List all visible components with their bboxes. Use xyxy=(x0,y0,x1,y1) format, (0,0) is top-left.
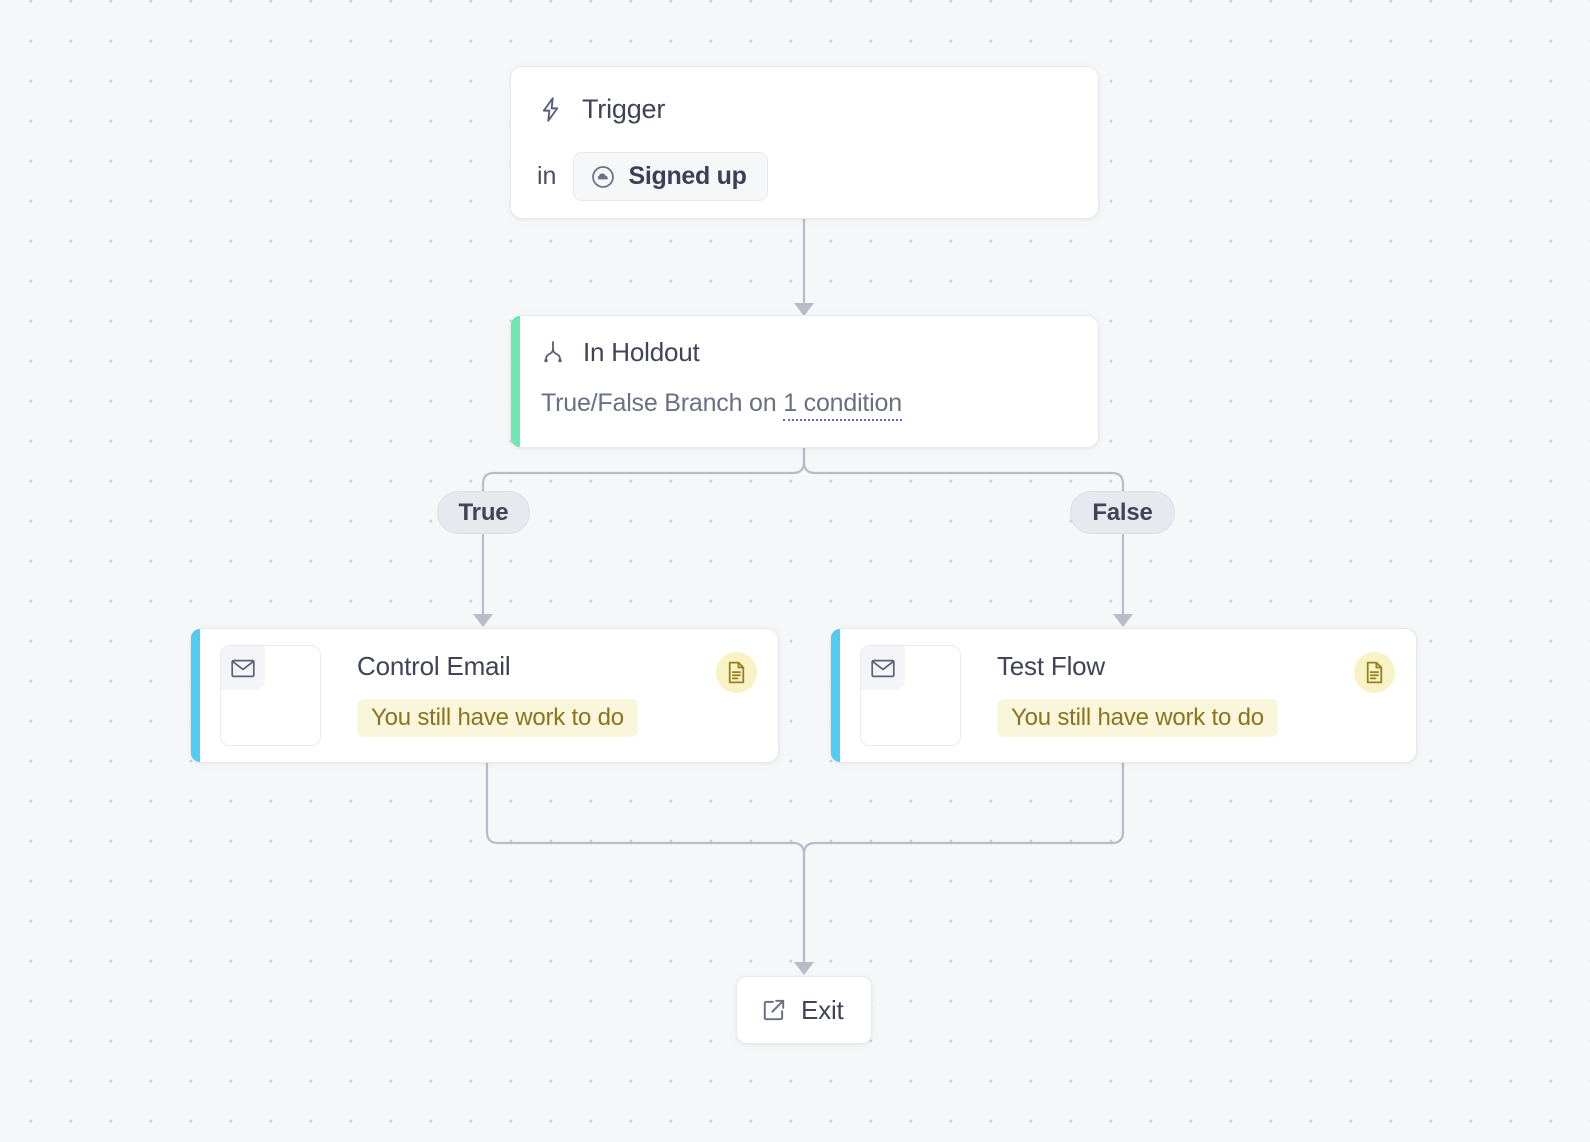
connector-control-to-exit xyxy=(485,763,806,962)
holdout-description-prefix: True/False Branch on xyxy=(541,389,784,417)
trigger-event-label: Signed up xyxy=(628,162,747,190)
envelope-icon xyxy=(861,646,905,690)
cloud-circle-icon xyxy=(590,164,616,190)
test-flow-title: Test Flow xyxy=(997,651,1106,681)
exit-node[interactable]: Exit xyxy=(736,976,872,1044)
lightning-bolt-icon xyxy=(537,95,564,124)
arrowhead-exit xyxy=(794,962,814,975)
branch-label-false[interactable]: False xyxy=(1070,491,1175,534)
document-icon[interactable] xyxy=(1354,652,1395,693)
trigger-condition-row: in Signed up xyxy=(537,152,1072,201)
holdout-branch-node[interactable]: In Holdout True/False Branch on 1 condit… xyxy=(510,315,1099,448)
connector-holdout-split-right xyxy=(802,448,1125,491)
arrowhead-test-flow xyxy=(1113,614,1133,627)
document-icon[interactable] xyxy=(716,652,757,693)
trigger-title: Trigger xyxy=(582,93,666,124)
control-email-preview[interactable] xyxy=(220,645,321,746)
test-flow-warning: You still have work to do xyxy=(997,699,1278,737)
control-email-warning: You still have work to do xyxy=(357,699,638,737)
connector-holdout-split xyxy=(481,448,806,491)
holdout-title: In Holdout xyxy=(583,336,700,367)
trigger-node[interactable]: Trigger in Signed up xyxy=(510,66,1099,219)
control-email-title: Control Email xyxy=(357,651,511,681)
exit-label: Exit xyxy=(801,994,844,1025)
branch-label-true[interactable]: True xyxy=(437,491,530,534)
control-email-accent-bar xyxy=(191,629,200,762)
holdout-accent-bar xyxy=(511,316,520,447)
step-node-control-email[interactable]: Control Email You still have work to do xyxy=(190,628,779,763)
holdout-condition-link[interactable]: 1 condition xyxy=(783,389,902,421)
envelope-icon xyxy=(221,646,265,690)
arrowhead-control-email xyxy=(473,614,493,627)
trigger-in-label: in xyxy=(537,162,557,190)
trigger-title-row: Trigger xyxy=(537,89,1072,129)
test-flow-preview[interactable] xyxy=(860,645,961,746)
holdout-description: True/False Branch on 1 condition xyxy=(541,389,1072,421)
connector-test-to-exit xyxy=(802,763,1125,962)
trigger-event-chip[interactable]: Signed up xyxy=(573,152,768,201)
external-link-icon xyxy=(761,997,787,1023)
holdout-title-row: In Holdout xyxy=(541,334,1072,370)
test-flow-accent-bar xyxy=(831,629,840,762)
branch-split-icon xyxy=(541,339,565,365)
step-node-test-flow[interactable]: Test Flow You still have work to do xyxy=(830,628,1417,763)
